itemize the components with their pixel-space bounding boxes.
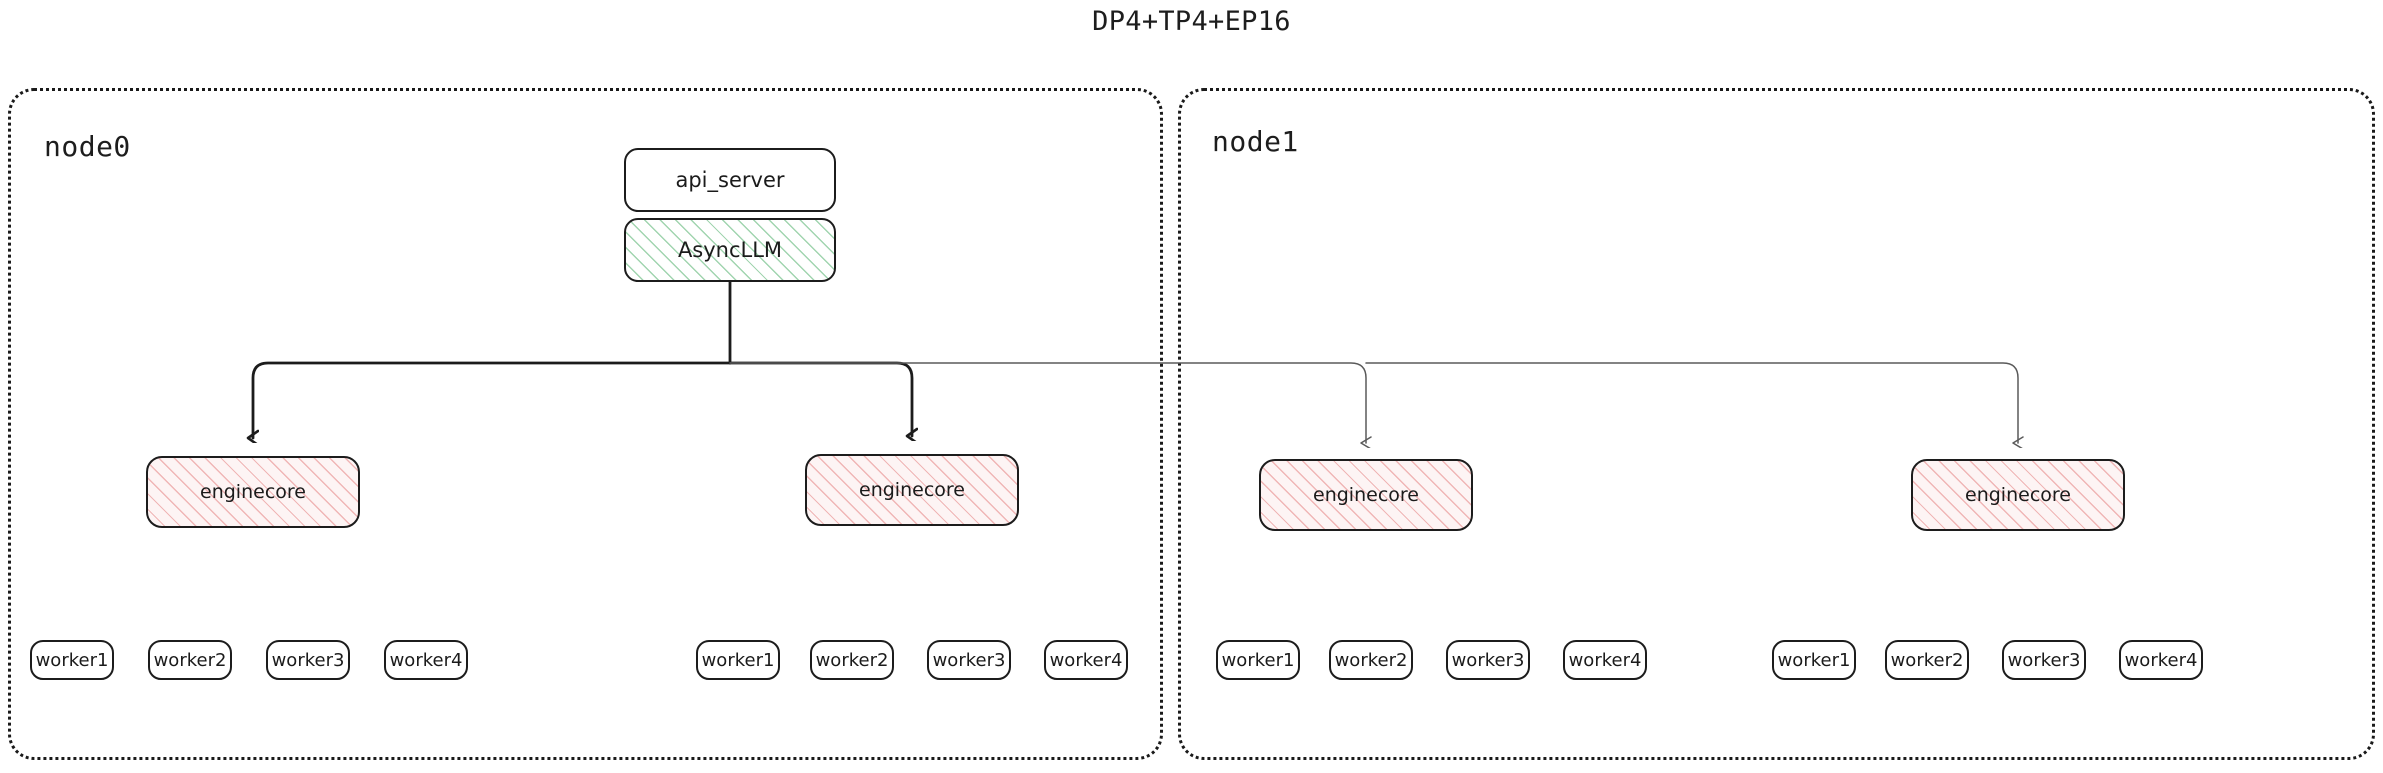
- enginecore-box[interactable]: enginecore: [805, 454, 1019, 526]
- enginecore-box[interactable]: enginecore: [1259, 459, 1473, 531]
- worker-box[interactable]: worker1: [30, 640, 114, 680]
- worker-box[interactable]: worker4: [2119, 640, 2203, 680]
- worker-box[interactable]: worker2: [810, 640, 894, 680]
- node-label-node1: node1: [1212, 125, 1299, 158]
- worker-box[interactable]: worker2: [148, 640, 232, 680]
- worker-box[interactable]: worker4: [1044, 640, 1128, 680]
- enginecore-box[interactable]: enginecore: [1911, 459, 2125, 531]
- node-label-node0: node0: [44, 130, 131, 163]
- worker-box[interactable]: worker1: [696, 640, 780, 680]
- process-box-api-server[interactable]: api_server: [624, 148, 836, 212]
- process-box-asyncllm[interactable]: AsyncLLM: [624, 218, 836, 282]
- worker-box[interactable]: worker1: [1772, 640, 1856, 680]
- worker-box[interactable]: worker1: [1216, 640, 1300, 680]
- worker-box[interactable]: worker3: [927, 640, 1011, 680]
- page-title: DP4+TP4+EP16: [1092, 6, 1291, 37]
- worker-box[interactable]: worker3: [2002, 640, 2086, 680]
- worker-box[interactable]: worker4: [1563, 640, 1647, 680]
- worker-box[interactable]: worker3: [1446, 640, 1530, 680]
- worker-box[interactable]: worker2: [1885, 640, 1969, 680]
- enginecore-box[interactable]: enginecore: [146, 456, 360, 528]
- worker-box[interactable]: worker4: [384, 640, 468, 680]
- worker-box[interactable]: worker3: [266, 640, 350, 680]
- worker-box[interactable]: worker2: [1329, 640, 1413, 680]
